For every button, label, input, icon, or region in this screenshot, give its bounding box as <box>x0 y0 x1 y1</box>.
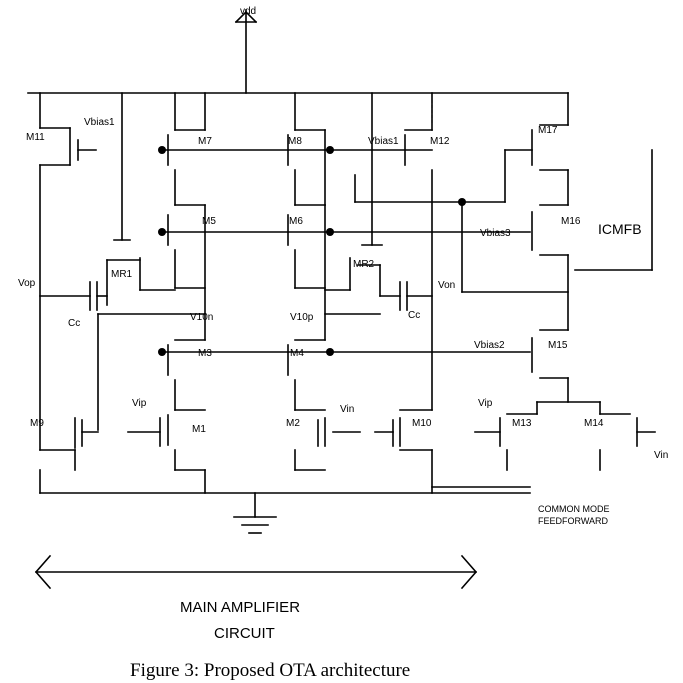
transistor-m1 <box>127 414 206 494</box>
transistor-m8 <box>287 92 326 206</box>
capacitor-cc-right <box>379 281 433 311</box>
transistor-m6 <box>287 204 326 341</box>
m17-label: M17 <box>538 125 558 136</box>
mr1-label: MR1 <box>111 269 133 280</box>
transistor-m2 <box>294 417 361 471</box>
m6-label: M6 <box>289 216 303 227</box>
m3-label: M3 <box>198 348 212 359</box>
vip-ff-label: Vip <box>478 398 493 409</box>
cc-left-label: Cc <box>68 318 80 329</box>
vbias1-left-label: Vbias1 <box>84 117 115 128</box>
ff-label-line2: FEEDFORWARD <box>538 516 609 526</box>
v10n-node <box>97 313 206 431</box>
transistor-m11 <box>39 92 97 451</box>
icmfb-feedback <box>354 149 653 293</box>
vbias1-right-line <box>361 231 383 246</box>
von-label: Von <box>438 280 455 291</box>
vdd-symbol <box>234 9 258 94</box>
transistor-m13 <box>474 401 601 471</box>
m16-label: M16 <box>561 216 581 227</box>
mr2-label: MR2 <box>353 259 375 270</box>
transistor-m3 <box>167 339 206 411</box>
vop-label: Vop <box>18 278 36 289</box>
vbias1-right-label: Vbias1 <box>368 136 399 147</box>
vdd-label: vdd <box>240 6 256 17</box>
vip-main-label: Vip <box>132 398 147 409</box>
transistor-m9 <box>39 417 99 494</box>
m14-label: M14 <box>584 418 604 429</box>
ground-rail <box>39 492 531 534</box>
main-amplifier-label-line2: CIRCUIT <box>214 625 275 642</box>
transistor-mr2 <box>324 257 381 297</box>
vbias1-left-line <box>113 92 131 241</box>
m4-label: M4 <box>290 348 304 359</box>
v10n-label: V10n <box>190 312 213 323</box>
m2-label: M2 <box>286 418 300 429</box>
m1-label: M1 <box>192 424 206 435</box>
m5-label: M5 <box>202 216 216 227</box>
transistor-m17 <box>504 92 569 206</box>
vbias2-label: Vbias2 <box>474 340 505 351</box>
m13-label: M13 <box>512 418 532 429</box>
m15-label: M15 <box>548 340 568 351</box>
cc-right-label: Cc <box>408 310 420 321</box>
icmfb-label: ICMFB <box>598 221 642 237</box>
m8-label: M8 <box>288 136 302 147</box>
transistor-m7 <box>167 92 206 206</box>
m12-label: M12 <box>430 136 450 147</box>
m9-label: M9 <box>30 418 44 429</box>
transistor-m5 <box>167 204 206 341</box>
m7-label: M7 <box>198 136 212 147</box>
vbias3-label: Vbias3 <box>480 228 511 239</box>
v10p-label: V10p <box>290 312 314 323</box>
transistor-m14 <box>599 401 656 471</box>
transistor-m10 <box>374 409 433 494</box>
figure-caption: Figure 3: Proposed OTA architecture <box>130 660 410 681</box>
main-amplifier-label-line1: MAIN AMPLIFIER <box>180 599 300 616</box>
main-amplifier-arrow <box>34 554 478 590</box>
vin-ff-label: Vin <box>654 450 668 461</box>
transistor-m4 <box>287 339 326 411</box>
capacitor-cc-left <box>39 281 108 311</box>
m11-label: M11 <box>26 132 45 143</box>
transistor-m12 <box>371 92 433 411</box>
vin-main-label: Vin <box>340 404 354 415</box>
transistor-mr1 <box>106 257 176 306</box>
ff-label-line1: COMMON MODE <box>538 504 610 514</box>
transistor-m15 <box>531 329 569 403</box>
m10-label: M10 <box>412 418 432 429</box>
